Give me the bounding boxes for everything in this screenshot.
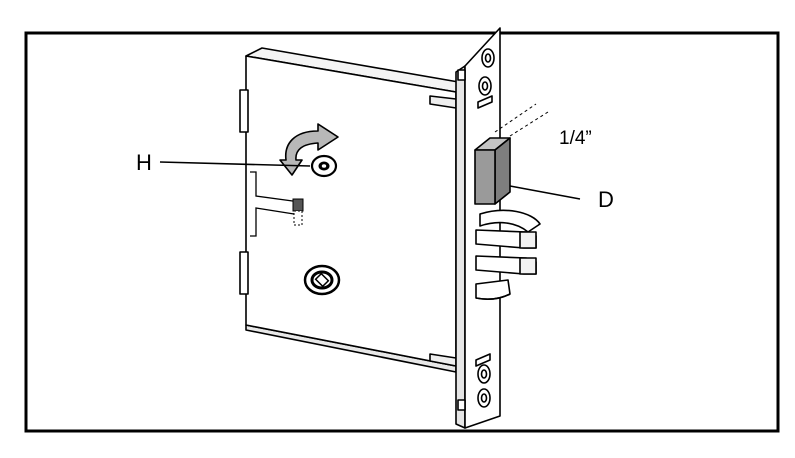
adjust-screw: [292, 198, 304, 226]
latch-bolts: [475, 209, 541, 300]
cylinder-hole-icon: [303, 264, 341, 296]
deadbolt-block-icon: [474, 137, 511, 205]
lever-slot: [250, 171, 301, 237]
faceplate: [455, 27, 501, 429]
lock-case: [239, 47, 471, 373]
dimension-label: 1/4”: [559, 128, 592, 149]
callout-d-label: D: [598, 187, 614, 212]
dimension-guides: [494, 103, 549, 137]
hex-screw-icon: [310, 154, 338, 178]
leader-lines: [159, 161, 581, 200]
callout-h-label: H: [136, 150, 152, 175]
curved-double-arrow-icon: [279, 123, 339, 176]
